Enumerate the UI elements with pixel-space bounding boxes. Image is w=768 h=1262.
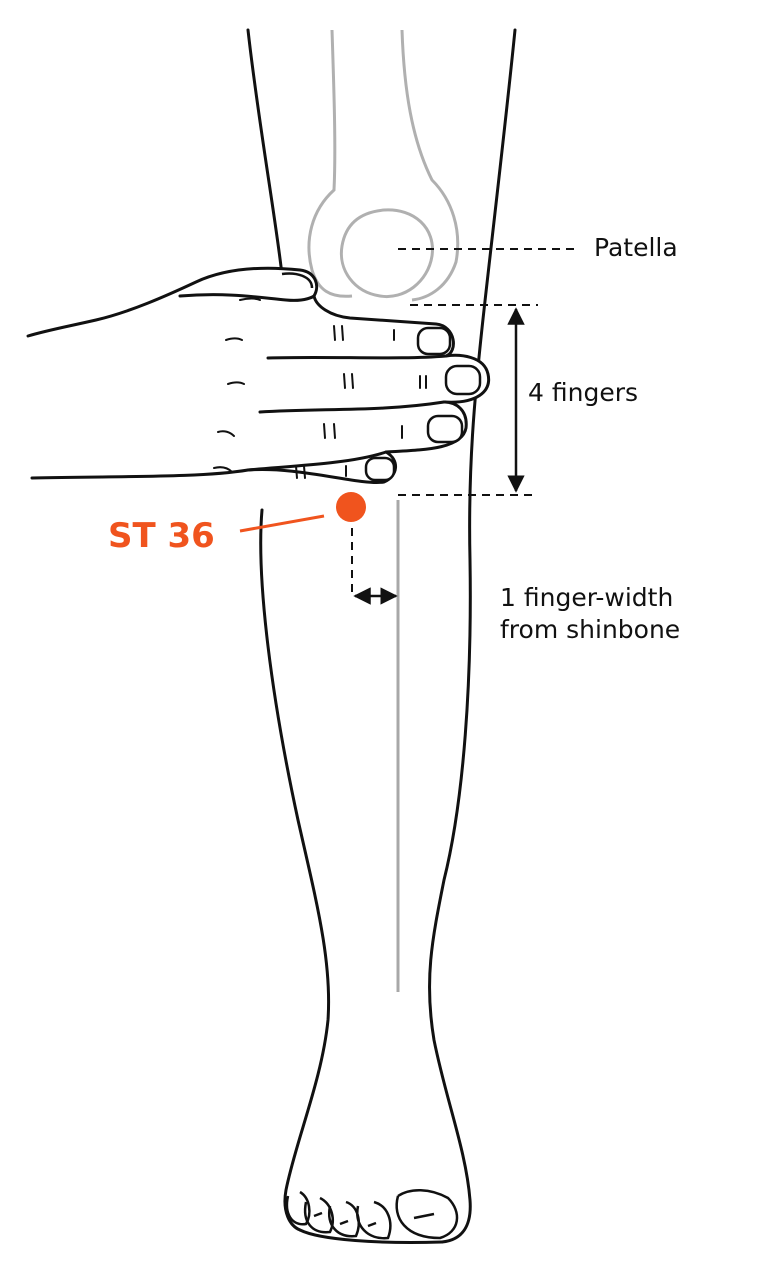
femur-bone — [307, 29, 460, 302]
guide-lines — [351, 248, 580, 592]
finger-width-label-line2: from shinbone — [500, 615, 681, 644]
finger-width-label: 1 finger-width from shinbone — [500, 582, 680, 646]
four-fingers-label: 4 fingers — [528, 378, 638, 407]
acupoint-label: ST 36 — [108, 516, 215, 556]
acupoint-dot-icon — [336, 492, 366, 522]
knuckle-creases — [213, 297, 427, 479]
finger-width-label-line1: 1 finger-width — [500, 583, 674, 612]
acupoint-leader-line — [239, 514, 325, 533]
toes — [285, 1189, 459, 1240]
leg-outline — [246, 28, 517, 1244]
fingernails — [281, 272, 482, 482]
patella-label: Patella — [594, 233, 678, 262]
hand — [26, 266, 491, 485]
patella-bone — [339, 208, 434, 299]
